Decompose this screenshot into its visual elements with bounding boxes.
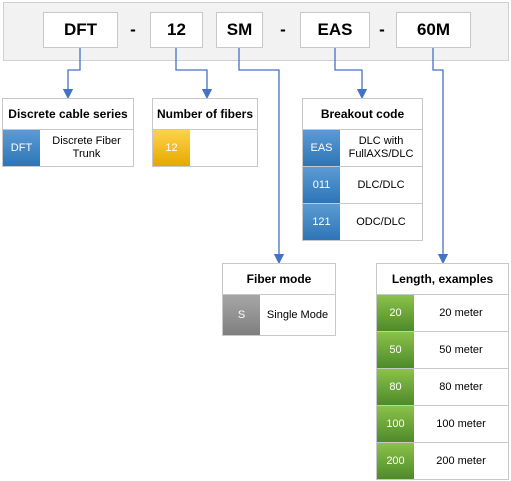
fiber-mode-title: Fiber mode <box>223 264 335 295</box>
breakout-code: 121 <box>303 204 340 240</box>
length-title: Length, examples <box>377 264 508 295</box>
connector-series <box>62 48 81 100</box>
code-fiber-mode: SM <box>216 12 263 48</box>
breakout-row: 121 ODC/DLC <box>303 204 422 240</box>
connector-fiber-mode <box>238 48 285 265</box>
code-dash: - <box>280 20 286 39</box>
length-row: 200 200 meter <box>377 443 508 479</box>
breakout-box: Breakout code EAS DLC with FullAXS/DLC 0… <box>302 98 423 241</box>
breakout-desc: DLC with FullAXS/DLC <box>348 135 414 160</box>
fiber-mode-box: Fiber mode S Single Mode <box>222 263 336 336</box>
fibers-title: Number of fibers <box>153 99 257 130</box>
length-code: 100 <box>377 406 414 442</box>
code-series: DFT <box>43 12 118 48</box>
fibers-code: 12 <box>153 130 190 166</box>
breakout-desc: DLC/DLC <box>357 178 405 191</box>
cable-series-code: DFT <box>3 130 40 166</box>
breakout-code: EAS <box>303 130 340 166</box>
cable-series-box: Discrete cable series DFT Discrete Fiber… <box>2 98 134 167</box>
length-desc: 100 meter <box>436 417 486 430</box>
cable-series-row: DFT Discrete Fiber Trunk <box>3 130 133 166</box>
connector-breakout <box>334 48 368 100</box>
connector-length <box>432 48 449 265</box>
length-desc: 50 meter <box>439 343 483 356</box>
fibers-row: 12 <box>153 130 257 166</box>
length-row: 20 20 meter <box>377 295 508 332</box>
cable-series-desc: Discrete Fiber Trunk <box>52 135 121 160</box>
length-code: 20 <box>377 295 414 331</box>
breakout-row: EAS DLC with FullAXS/DLC <box>303 130 422 167</box>
length-code: 50 <box>377 332 414 368</box>
fiber-mode-code: S <box>223 295 260 335</box>
length-code: 80 <box>377 369 414 405</box>
breakout-title: Breakout code <box>303 99 422 130</box>
fiber-mode-desc: Single Mode <box>266 308 329 321</box>
code-dash: - <box>130 20 136 39</box>
fibers-box: Number of fibers 12 <box>152 98 258 167</box>
breakout-code: 011 <box>303 167 340 203</box>
code-fibers: 12 <box>150 12 203 48</box>
length-desc: 80 meter <box>439 380 483 393</box>
fiber-mode-row: S Single Mode <box>223 295 335 335</box>
code-length: 60M <box>396 12 471 48</box>
length-row: 100 100 meter <box>377 406 508 443</box>
cable-series-title: Discrete cable series <box>3 99 133 130</box>
breakout-desc: ODC/DLC <box>356 215 406 228</box>
length-code: 200 <box>377 443 414 479</box>
code-breakout: EAS <box>300 12 370 48</box>
breakout-row: 011 DLC/DLC <box>303 167 422 204</box>
length-row: 80 80 meter <box>377 369 508 406</box>
code-dash: - <box>379 20 385 39</box>
length-box: Length, examples 20 20 meter 50 50 meter… <box>376 263 509 480</box>
connector-fibers <box>175 48 213 100</box>
length-desc: 20 meter <box>439 306 483 319</box>
length-desc: 200 meter <box>436 454 486 467</box>
length-row: 50 50 meter <box>377 332 508 369</box>
